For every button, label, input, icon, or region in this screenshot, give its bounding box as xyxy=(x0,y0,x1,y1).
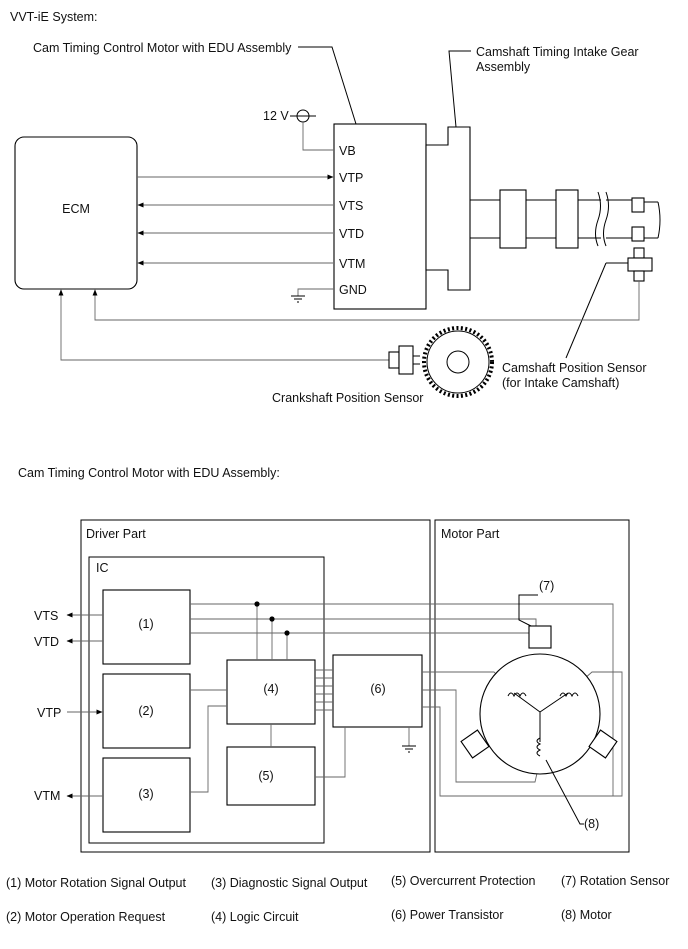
label-8: (8) xyxy=(584,817,599,831)
crank-position-sensor xyxy=(398,345,414,375)
signal-vts: VTS xyxy=(34,609,58,623)
pin-gnd: GND xyxy=(339,283,367,297)
driver-part-label: Driver Part xyxy=(86,527,146,541)
rotation-sensor xyxy=(528,625,552,649)
svg-text:(3): (3) xyxy=(138,787,153,801)
crank-rotor xyxy=(426,330,490,394)
camshaft xyxy=(470,199,601,239)
motor-part-label: Motor Part xyxy=(441,527,500,541)
ic-box xyxy=(88,556,325,844)
legend-7: (7) Rotation Sensor xyxy=(561,874,669,888)
cam-sensor-label-line1: Camshaft Position Sensor xyxy=(502,361,647,375)
crank-rotor-teeth xyxy=(422,326,494,398)
pin-vtp: VTP xyxy=(339,171,363,185)
cam-position-sensor xyxy=(627,257,653,272)
pin-vb: VB xyxy=(339,144,356,158)
motor-edu-box xyxy=(333,123,427,310)
shaft-end-top xyxy=(631,197,645,213)
legend-8: (8) Motor xyxy=(561,908,612,922)
gear-leader xyxy=(448,50,471,128)
magnet-left xyxy=(460,729,490,759)
pin-vts: VTS xyxy=(339,199,363,213)
block-6 xyxy=(332,654,423,728)
cam-lobe-1 xyxy=(499,189,527,249)
cam-sensor-leader xyxy=(565,262,607,359)
svg-text:(1): (1) xyxy=(138,617,153,631)
cam-lobe-2 xyxy=(555,189,579,249)
gear-label-line2: Assembly xyxy=(476,60,531,74)
sensor-line-3 xyxy=(190,626,551,634)
magnet-right xyxy=(588,729,618,759)
legend-3: (3) Diagnostic Signal Output xyxy=(211,876,368,890)
gnd-line xyxy=(297,288,334,296)
power-line-w xyxy=(422,689,541,783)
svg-text:(5): (5) xyxy=(258,769,273,783)
svg-text:(6): (6) xyxy=(370,682,385,696)
coil-v xyxy=(559,692,579,698)
block-4 xyxy=(226,659,316,725)
crank-sensor-wire xyxy=(58,289,389,361)
ic-label: IC xyxy=(96,561,109,575)
cam-sensor-label-line2: (for Intake Camshaft) xyxy=(502,376,619,390)
legend-4: (4) Logic Circuit xyxy=(211,910,299,924)
legend-5: (5) Overcurrent Protection xyxy=(391,874,536,888)
signal-vtd: VTD xyxy=(34,635,59,649)
svg-text:(4): (4) xyxy=(263,682,278,696)
ecm-label: ECM xyxy=(62,202,90,216)
power-line-v xyxy=(422,671,623,797)
legend-6: (6) Power Transistor xyxy=(391,908,504,922)
block-1 xyxy=(102,589,191,665)
block-2 xyxy=(102,673,191,749)
legend-2: (2) Motor Operation Request xyxy=(6,910,166,924)
svg-text:(2): (2) xyxy=(138,704,153,718)
supply-label: 12 V xyxy=(263,109,289,123)
shaft-end-bottom xyxy=(631,226,645,242)
vb-line xyxy=(302,122,334,151)
label-7: (7) xyxy=(539,579,554,593)
ecm-box xyxy=(14,136,138,290)
pin-vtm: VTM xyxy=(339,257,365,271)
coil-w xyxy=(536,737,542,757)
motor-assembly-leader xyxy=(298,46,357,125)
crank-sensor-label: Crankshaft Position Sensor xyxy=(272,391,423,405)
motor-assembly-label: Cam Timing Control Motor with EDU Assemb… xyxy=(33,41,292,55)
coil-u xyxy=(507,692,527,698)
intake-gear xyxy=(425,126,471,291)
block-3 xyxy=(102,757,191,833)
gear-label-line1: Camshaft Timing Intake Gear xyxy=(476,45,639,59)
sensor-line-2 xyxy=(190,618,537,626)
legend-1: (1) Motor Rotation Signal Output xyxy=(6,876,186,890)
cam-sensor-wire xyxy=(92,281,640,321)
signal-vtm: VTM xyxy=(34,789,60,803)
motor-part-box xyxy=(434,519,630,853)
pin-vtd: VTD xyxy=(339,227,364,241)
signal-vtp: VTP xyxy=(37,706,61,720)
system-title: VVT-iE System: xyxy=(10,10,98,24)
driver-part-box xyxy=(80,519,431,853)
assembly-title: Cam Timing Control Motor with EDU Assemb… xyxy=(18,466,280,480)
